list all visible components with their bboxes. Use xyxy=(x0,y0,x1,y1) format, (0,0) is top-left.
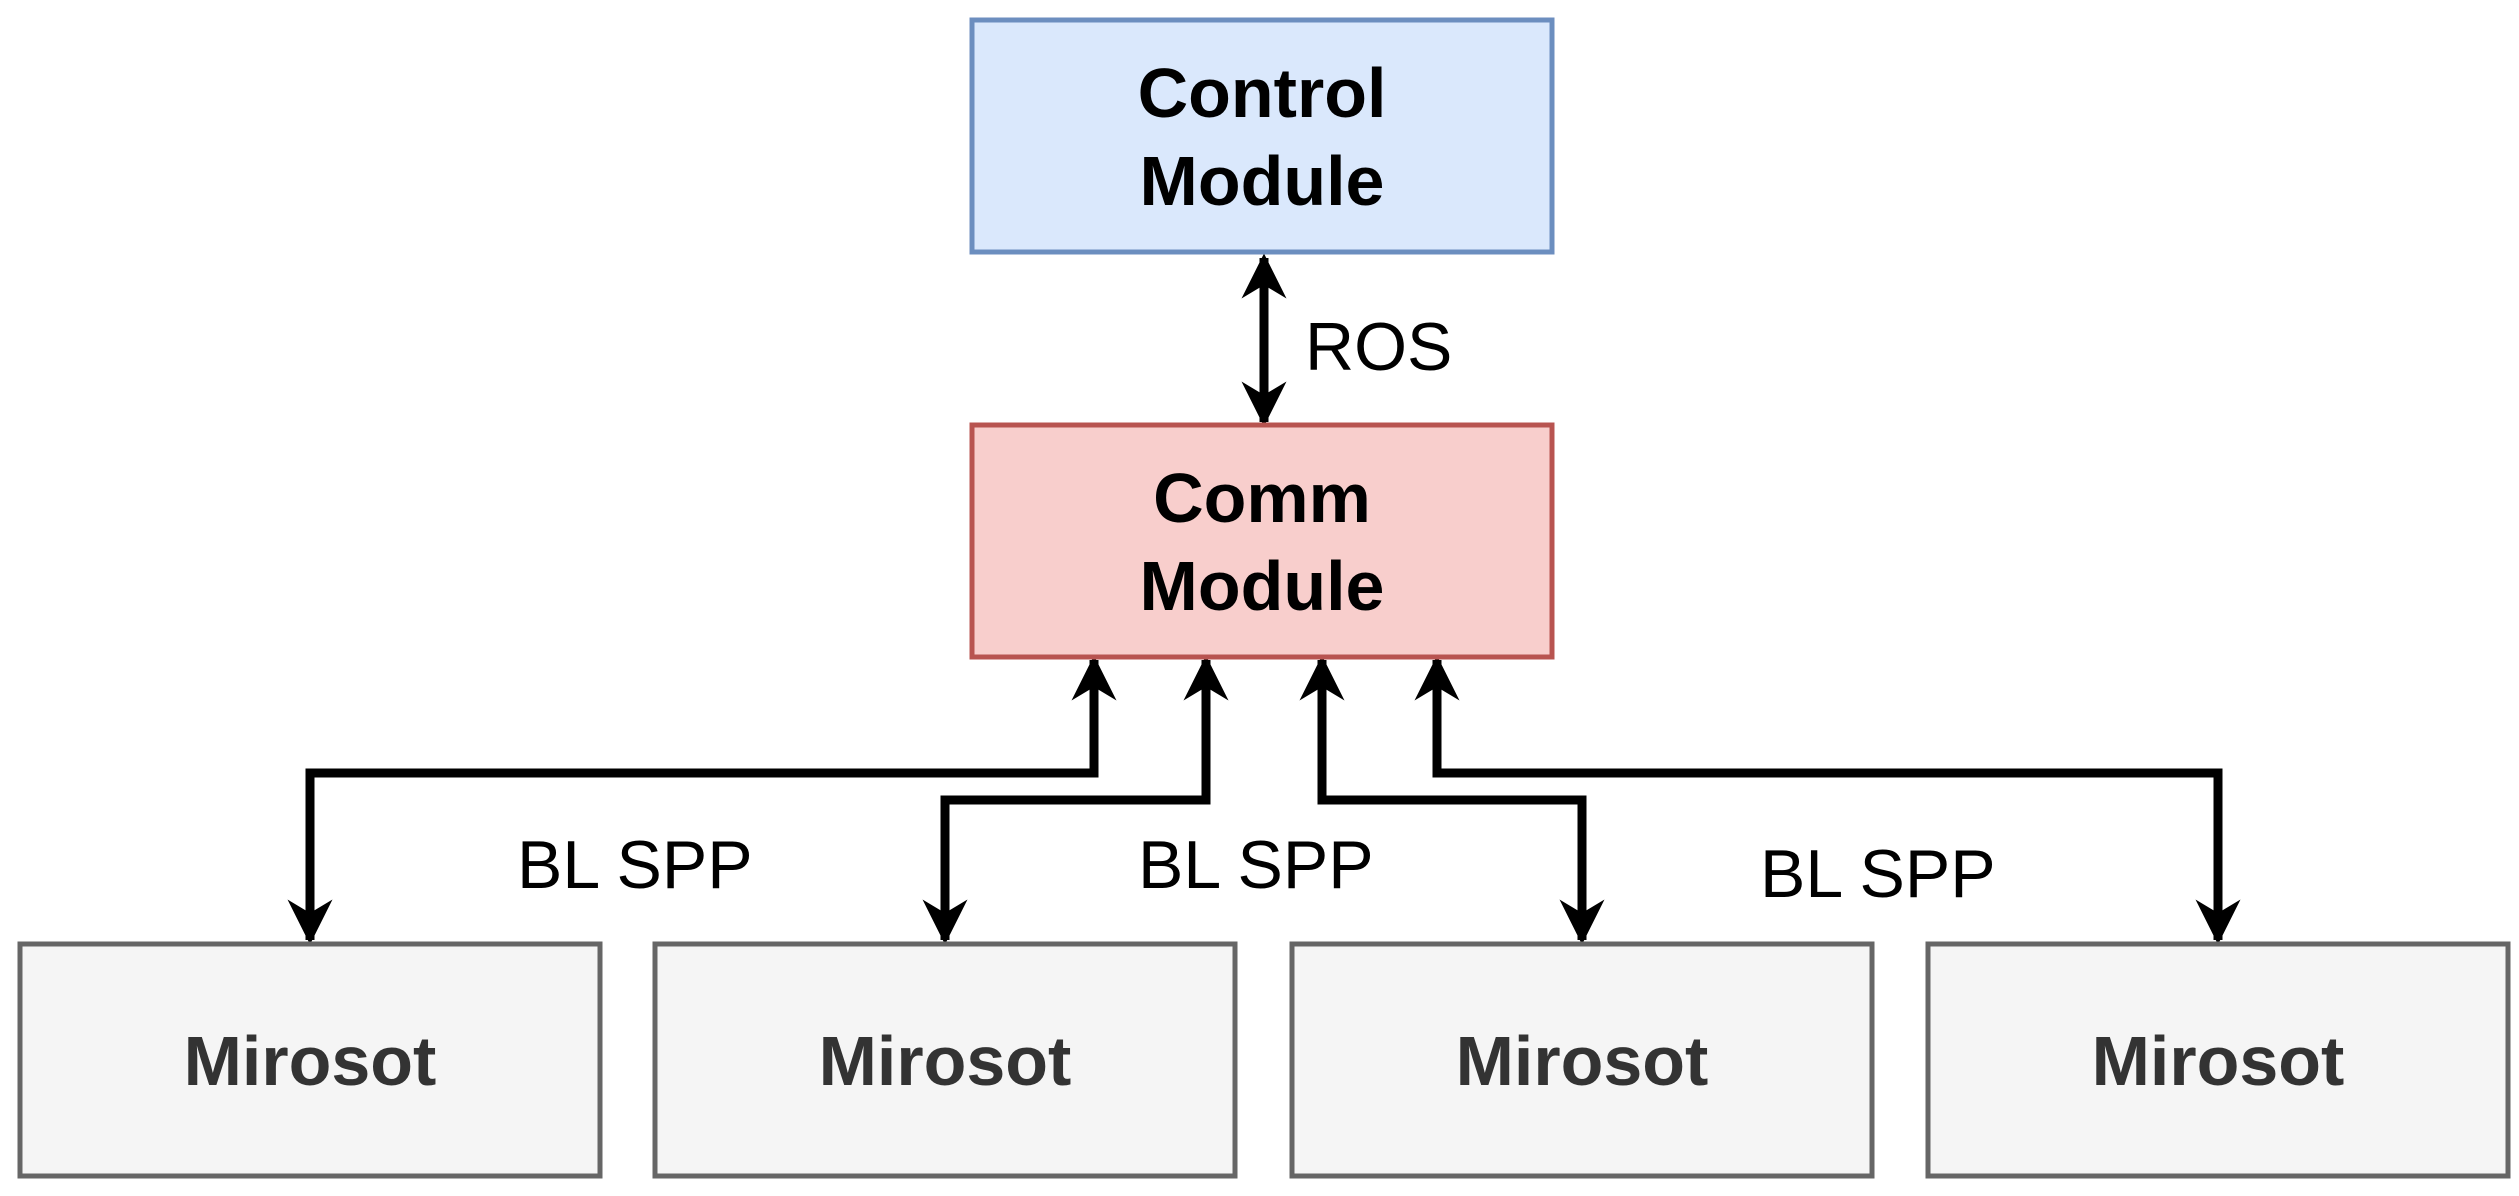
connectors xyxy=(287,253,2241,945)
mirosot-box-1 xyxy=(17,941,603,1179)
bl-spp-label-1: BL SPP xyxy=(517,827,753,903)
comm-module-box xyxy=(969,422,1555,660)
ros-label: ROS xyxy=(1305,309,1452,385)
control-module-label-line2: Module xyxy=(1140,142,1385,220)
mirosot-label-3: Mirosot xyxy=(1456,1022,1709,1100)
control-module: Control Module xyxy=(969,17,1555,255)
mirosot-box-4 xyxy=(1925,941,2511,1179)
bl-spp-label-2: BL SPP xyxy=(1138,827,1374,903)
mirosot-node-1: Mirosot xyxy=(17,941,603,1179)
comm-module-label-line2: Module xyxy=(1140,547,1385,625)
comm-module: Comm Module xyxy=(969,422,1555,660)
comm-module-label-line1: Comm xyxy=(1153,459,1371,537)
control-module-box xyxy=(969,17,1555,255)
control-module-label-line1: Control xyxy=(1138,54,1387,132)
mirosot-label-4: Mirosot xyxy=(2092,1022,2345,1100)
mirosot-label-2: Mirosot xyxy=(819,1022,1072,1100)
mirosot-node-4: Mirosot xyxy=(1925,941,2511,1179)
mirosot-node-3: Mirosot xyxy=(1289,941,1875,1179)
bl-connector-2 xyxy=(922,655,1229,945)
mirosot-label-1: Mirosot xyxy=(184,1022,437,1100)
mirosot-node-2: Mirosot xyxy=(652,941,1238,1179)
bl-connector-4 xyxy=(1414,655,2241,945)
mirosot-box-2 xyxy=(652,941,1238,1179)
bl-spp-label-3: BL SPP xyxy=(1760,836,1996,912)
mirosot-box-3 xyxy=(1289,941,1875,1179)
